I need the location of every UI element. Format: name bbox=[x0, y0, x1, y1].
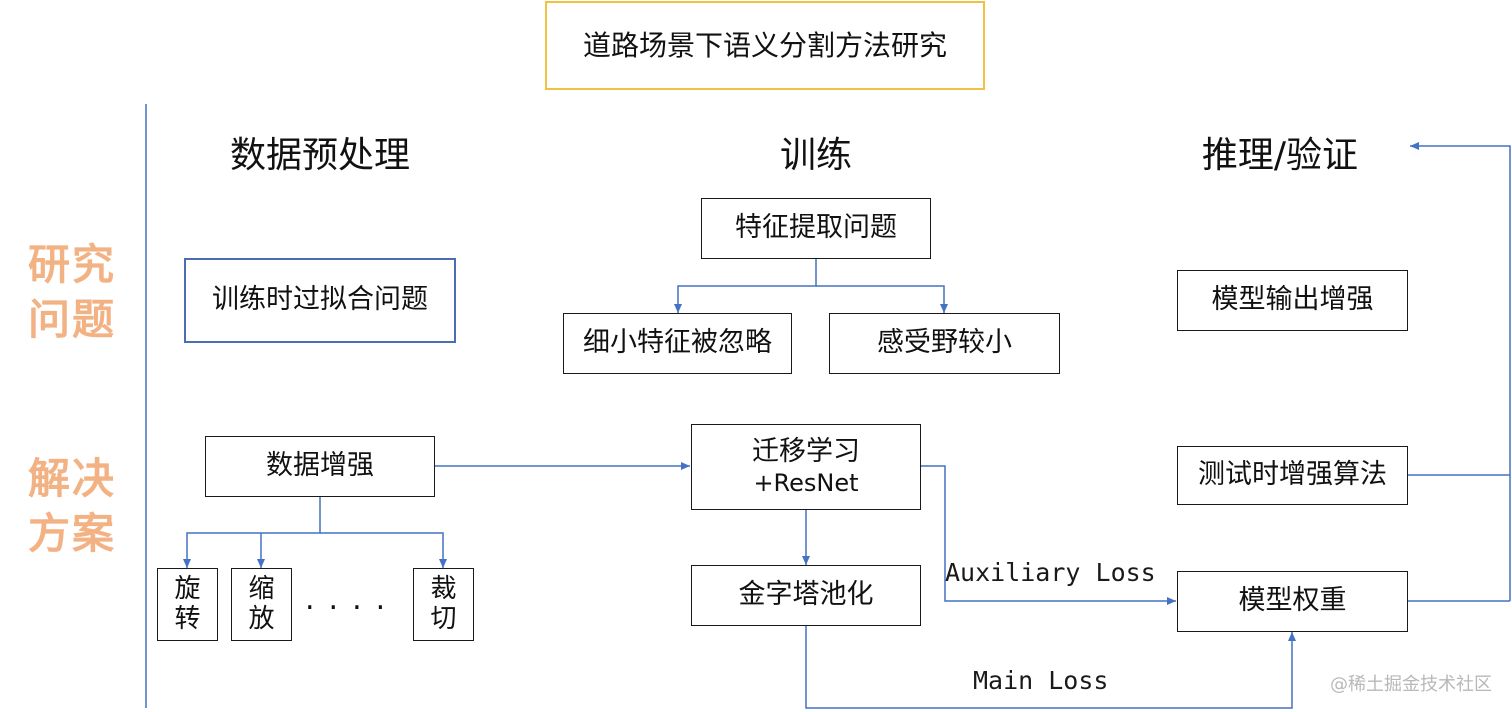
problem-feature-extraction: 特征提取问题 bbox=[701, 198, 931, 259]
row-label-research-problem: 研究 问题 bbox=[22, 238, 122, 347]
aug-op-scale: 缩 放 bbox=[231, 568, 292, 641]
problem-output-enhance: 模型输出增强 bbox=[1177, 270, 1408, 331]
column-header-infer: 推理/验证 bbox=[1201, 135, 1359, 176]
problem-small-receptive-field: 感受野较小 bbox=[829, 313, 1060, 374]
solution-test-time-augmentation: 测试时增强算法 bbox=[1177, 446, 1408, 505]
edge-label-main-loss: Main Loss bbox=[973, 666, 1109, 695]
row-label-solution: 解决 方案 bbox=[22, 452, 122, 561]
column-header-train: 训练 bbox=[779, 135, 852, 176]
aug-op-ellipsis: .... bbox=[305, 582, 400, 617]
edge-feature-to-small bbox=[674, 258, 817, 313]
solution-model-weights: 模型权重 bbox=[1177, 571, 1408, 632]
column-header-preprocess: 数据预处理 bbox=[229, 135, 410, 176]
aug-op-crop-line2: 切 bbox=[430, 603, 457, 634]
solution-data-augmentation: 数据增强 bbox=[205, 436, 435, 497]
problem-overfit: 训练时过拟合问题 bbox=[184, 258, 456, 343]
transfer-learning-line2: +ResNet bbox=[753, 468, 859, 497]
watermark: @稀土掘金技术社区 bbox=[1330, 674, 1492, 695]
aug-op-crop-line1: 裁 bbox=[430, 573, 457, 604]
row-label-research-problem-line1: 研究 bbox=[27, 240, 116, 289]
aug-op-rotate: 旋 转 bbox=[157, 568, 218, 641]
aug-op-scale-line2: 放 bbox=[248, 603, 275, 634]
edge-main-loss bbox=[805, 624, 1296, 709]
edge-aux-loss bbox=[920, 465, 1176, 605]
row-label-solution-line1: 解决 bbox=[27, 454, 116, 503]
edge-label-auxiliary-loss: Auxiliary Loss bbox=[945, 558, 1156, 587]
problem-small-feature-ignored: 细小特征被忽略 bbox=[563, 313, 792, 374]
row-label-research-problem-line2: 问题 bbox=[27, 294, 116, 344]
edge-aug-to-rotate bbox=[183, 496, 321, 568]
edge-feature-to-receptive bbox=[816, 285, 948, 313]
solution-transfer-learning: 迁移学习 +ResNet bbox=[691, 424, 921, 510]
edge-aug-to-crop bbox=[320, 532, 447, 568]
aug-op-rotate-line1: 旋 bbox=[174, 573, 201, 604]
edge-feedback-to-infer bbox=[1410, 142, 1511, 601]
row-label-solution-line2: 方案 bbox=[27, 508, 116, 558]
diagram-title: 道路场景下语义分割方法研究 bbox=[545, 1, 985, 90]
transfer-learning-line1: 迁移学习 bbox=[752, 436, 860, 468]
solution-pyramid-pooling: 金字塔池化 bbox=[691, 565, 921, 626]
aug-op-crop: 裁 切 bbox=[413, 568, 474, 641]
aug-op-rotate-line2: 转 bbox=[174, 603, 201, 634]
aug-op-scale-line1: 缩 bbox=[248, 573, 275, 604]
